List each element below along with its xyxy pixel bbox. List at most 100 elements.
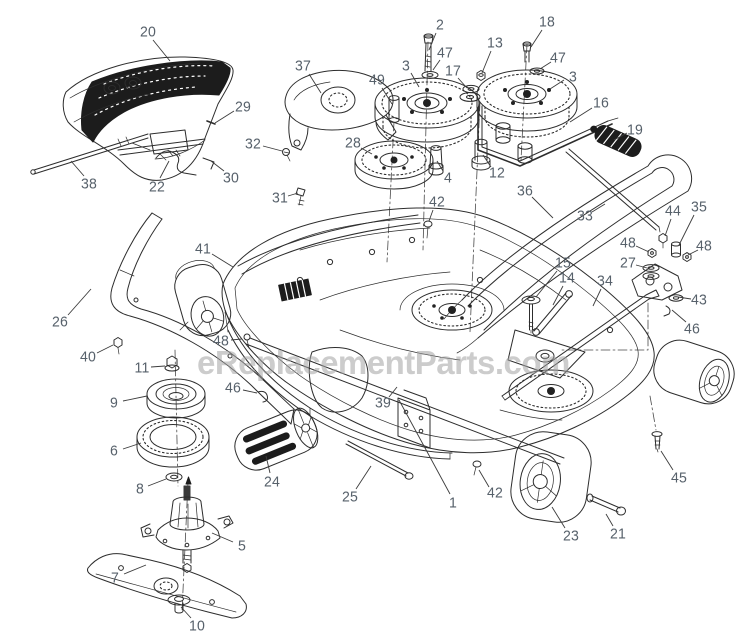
leader-line-22: [159, 160, 170, 179]
leader-line-49: [381, 87, 393, 105]
part-22-spring-clip: [155, 149, 197, 176]
part-10-bolt: [167, 594, 191, 614]
leader-line-17: [457, 77, 468, 89]
leader-line-43: [677, 296, 692, 300]
callout-41: 41: [194, 240, 212, 258]
callout-31: 31: [271, 189, 289, 207]
part-40-bolt: [113, 337, 123, 355]
part-spacers-on-bracket: [495, 122, 533, 164]
leader-line-10: [180, 606, 192, 619]
callout-22: 22: [148, 178, 166, 196]
leader-line-11: [150, 365, 166, 368]
callout-20: 20: [139, 23, 157, 41]
callout-40: 40: [79, 348, 97, 366]
part-29-pin: [206, 120, 216, 125]
leader-line-14: [552, 285, 564, 306]
callout-46: 46: [683, 320, 701, 338]
callout-4: 4: [443, 169, 453, 187]
leader-line-34: [592, 288, 602, 307]
callout-34: 34: [596, 272, 614, 290]
callout-32: 32: [244, 135, 262, 153]
callout-15: 15: [554, 254, 572, 272]
leader-line-32: [262, 145, 283, 152]
leader-line-35: [678, 214, 695, 246]
part-20-cover: [62, 56, 234, 181]
leader-line-47: [539, 61, 552, 70]
callout-11: 11: [134, 359, 150, 377]
part-23-wheel: [510, 431, 592, 523]
leader-line-1: [398, 399, 451, 495]
part-17-washers: [459, 84, 481, 102]
leader-line-3: [410, 72, 420, 88]
leader-line-40: [96, 344, 114, 354]
leader-line-33: [591, 203, 606, 213]
part-45-screw: [651, 431, 663, 453]
leader-line-5: [211, 532, 234, 543]
part-47-washer-left: [421, 71, 439, 79]
callout-43: 43: [690, 291, 708, 309]
leader-line-31: [287, 192, 299, 197]
leader-line-48: [687, 249, 699, 256]
leader-line-42: [478, 469, 490, 488]
part-4-spacer: [428, 145, 444, 176]
part-46-clip-left: [257, 390, 268, 403]
leader-line-13: [481, 50, 492, 74]
leader-line-7: [123, 564, 147, 575]
leader-line-25: [355, 465, 372, 490]
part-35-spacer: [671, 241, 681, 258]
callout-30: 30: [222, 169, 240, 187]
callout-36: 36: [516, 182, 534, 200]
callout-8: 8: [135, 480, 145, 498]
callout-1: 1: [448, 494, 458, 512]
part-3-pulley-left: [374, 77, 480, 149]
part-15-bolt: [521, 295, 541, 334]
callout-2: 2: [435, 16, 445, 34]
callout-47: 47: [436, 44, 454, 62]
callout-3: 3: [568, 68, 578, 86]
callout-18: 18: [538, 13, 556, 31]
callout-38: 38: [80, 175, 98, 193]
callout-5: 5: [237, 537, 247, 555]
part-24-roller: [234, 407, 319, 471]
part-25-rod: [345, 440, 414, 480]
callout-14: 14: [558, 269, 576, 287]
leader-line-9: [122, 395, 148, 402]
callout-3: 3: [401, 57, 411, 75]
part-18-bolt: [522, 41, 532, 63]
part-33-rod: [562, 143, 661, 233]
leader-line-12: [482, 154, 492, 168]
leader-line-48: [635, 245, 650, 253]
callout-10: 10: [188, 617, 206, 635]
leader-line-21: [605, 513, 614, 527]
callout-39: 39: [374, 394, 392, 412]
leader-line-38: [70, 160, 85, 177]
part-42-bolt-top: [423, 220, 433, 239]
leader-line-41: [211, 253, 234, 268]
watermark: eReplacementParts.com: [197, 344, 570, 381]
leader-line-16: [569, 107, 593, 123]
callout-9: 9: [109, 394, 119, 412]
callout-46: 46: [224, 379, 242, 397]
leader-line-19: [613, 132, 628, 141]
leader-line-42: [428, 209, 434, 222]
callout-26: 26: [51, 313, 69, 331]
part-34-rod: [501, 289, 660, 401]
callout-48: 48: [695, 237, 713, 255]
leader-line-44: [664, 218, 672, 237]
part-13-nut: [476, 70, 486, 81]
callout-48: 48: [212, 332, 230, 350]
leader-line-8: [147, 478, 167, 487]
callout-23: 23: [562, 527, 580, 545]
callout-35: 35: [690, 198, 708, 216]
part-47-washer-right: [529, 67, 545, 75]
part-32-screw: [282, 148, 291, 162]
callout-47: 47: [549, 49, 567, 67]
leader-line-37: [308, 73, 322, 94]
leader-line-24: [265, 455, 271, 474]
part-6-ring: [136, 416, 210, 468]
part-42-bolt-front: [472, 460, 482, 476]
part-46-clip-right: [663, 305, 671, 317]
part-37-belt-cover: [284, 69, 397, 151]
